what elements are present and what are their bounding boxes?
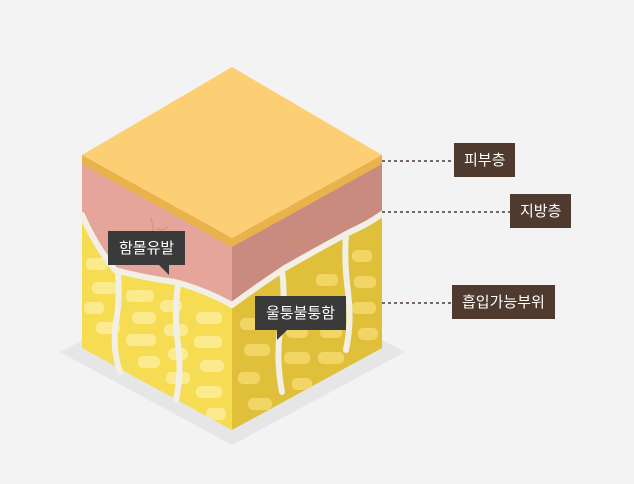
- callout-sunken: 함몰유발: [108, 231, 186, 275]
- leader-lines: [382, 160, 510, 304]
- label-fat-text: 지방층: [520, 202, 562, 220]
- fat-layer-left-face: [82, 215, 232, 430]
- label-epidermis-text: 피부층: [464, 151, 506, 169]
- callout-sunken-tail: [159, 265, 170, 275]
- label-fat: 지방층: [510, 194, 572, 228]
- fibrous-septa: [79, 211, 385, 403]
- fat-cells-left: [84, 258, 226, 420]
- callout-bumpy-text: 울퉁불퉁함: [266, 304, 336, 322]
- skin-layer-right-face: [232, 155, 382, 305]
- label-epidermis: 피부층: [454, 143, 516, 177]
- callout-bumpy-tail: [277, 330, 287, 340]
- callout-bumpy: 울퉁불퉁함: [255, 296, 347, 340]
- skin-layer-left-face: [82, 155, 232, 305]
- top-face: [82, 67, 382, 238]
- label-absorb-text: 흡입가능부위: [462, 293, 545, 311]
- callout-sunken-text: 함몰유발: [119, 239, 175, 257]
- label-absorb: 흡입가능부위: [452, 285, 555, 319]
